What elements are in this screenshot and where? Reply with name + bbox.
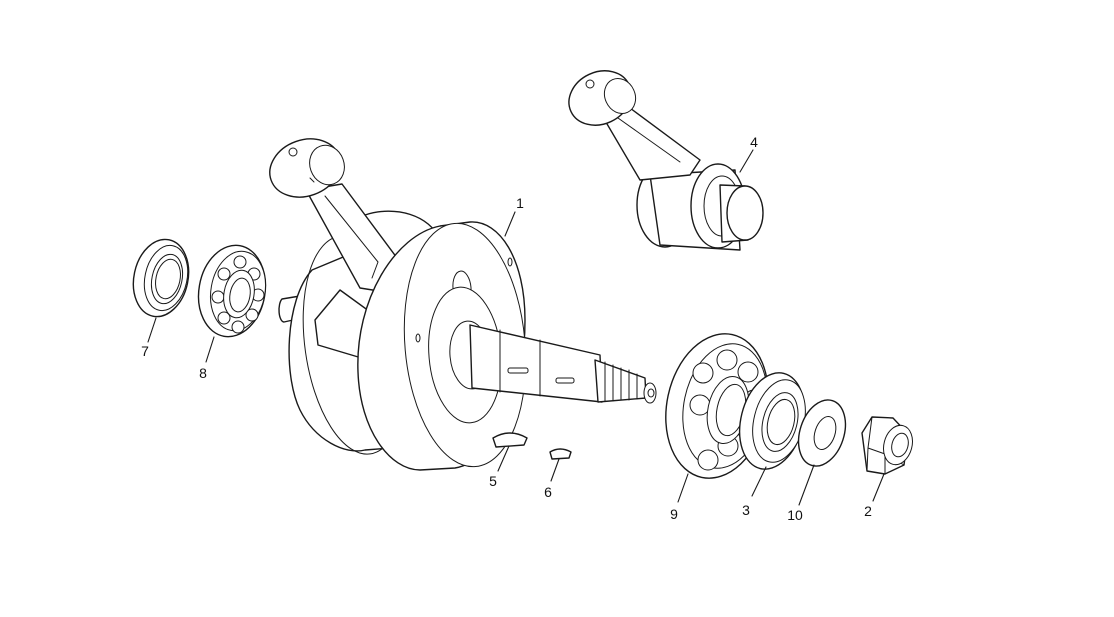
callout-7: 7 [141, 343, 149, 359]
part-3-oil-seal [738, 372, 806, 470]
callout-10: 10 [787, 507, 803, 523]
part-7-oil-seal [132, 238, 190, 318]
callout-3: 3 [742, 502, 750, 518]
leader-lines [147, 149, 885, 506]
callout-5: 5 [489, 473, 497, 489]
callout-8: 8 [199, 365, 207, 381]
callout-1: 1 [516, 195, 524, 211]
part-4-connecting-rod [568, 70, 764, 251]
part-2-nut [861, 416, 913, 475]
callout-2: 2 [864, 503, 872, 519]
part-5-key [492, 432, 528, 448]
part-10-washer [797, 399, 847, 467]
part-8-ball-bearing [197, 244, 267, 338]
part-1-crankshaft [269, 138, 657, 471]
callout-4: 4 [750, 134, 758, 150]
callout-9: 9 [670, 506, 678, 522]
part-6-key [549, 448, 572, 460]
callout-6: 6 [544, 484, 552, 500]
